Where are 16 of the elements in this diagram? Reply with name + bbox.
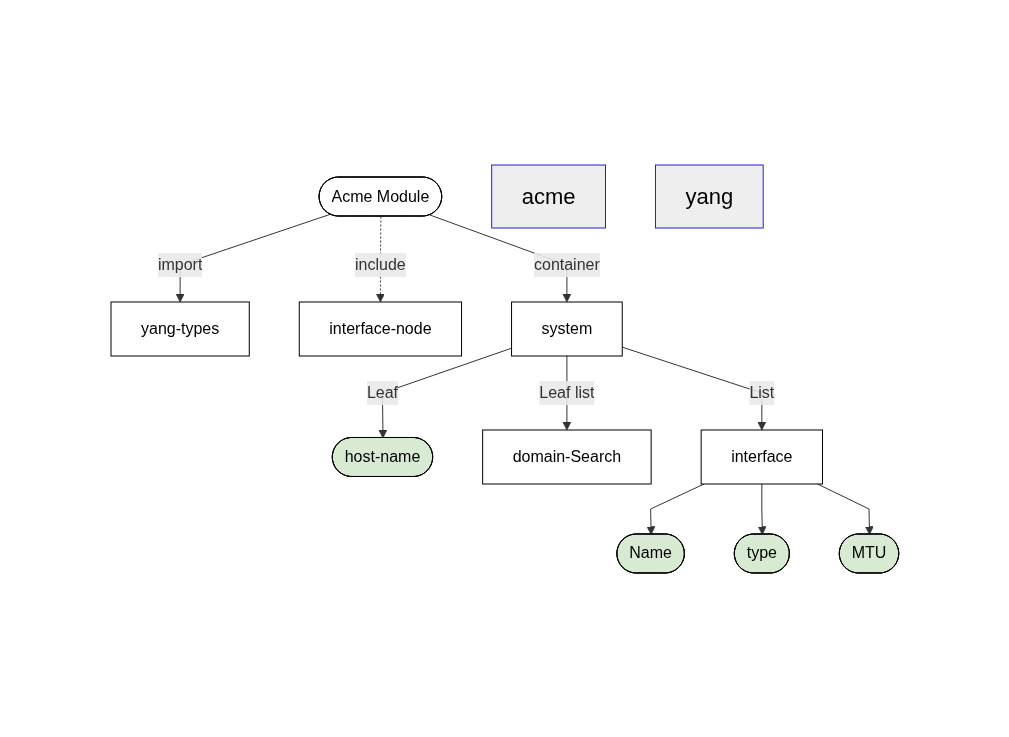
edge-label: List (749, 383, 774, 401)
arrow (757, 483, 767, 535)
edge-label: include (354, 255, 406, 273)
node-box: domain-Search (481, 429, 652, 484)
edge-label: Leaf (366, 383, 398, 401)
arrow (375, 215, 385, 302)
node-box: acme (490, 164, 606, 228)
node-box: yang (654, 164, 764, 228)
edge-label: container (533, 255, 600, 273)
node-box: interface (700, 429, 823, 484)
node-box: system (510, 301, 623, 356)
arrow (646, 483, 705, 535)
node-box: yang-types (110, 301, 250, 356)
edge-label: import (157, 255, 202, 273)
node-box: interface-node (298, 301, 462, 356)
edge-label: Leaf list (538, 383, 595, 401)
